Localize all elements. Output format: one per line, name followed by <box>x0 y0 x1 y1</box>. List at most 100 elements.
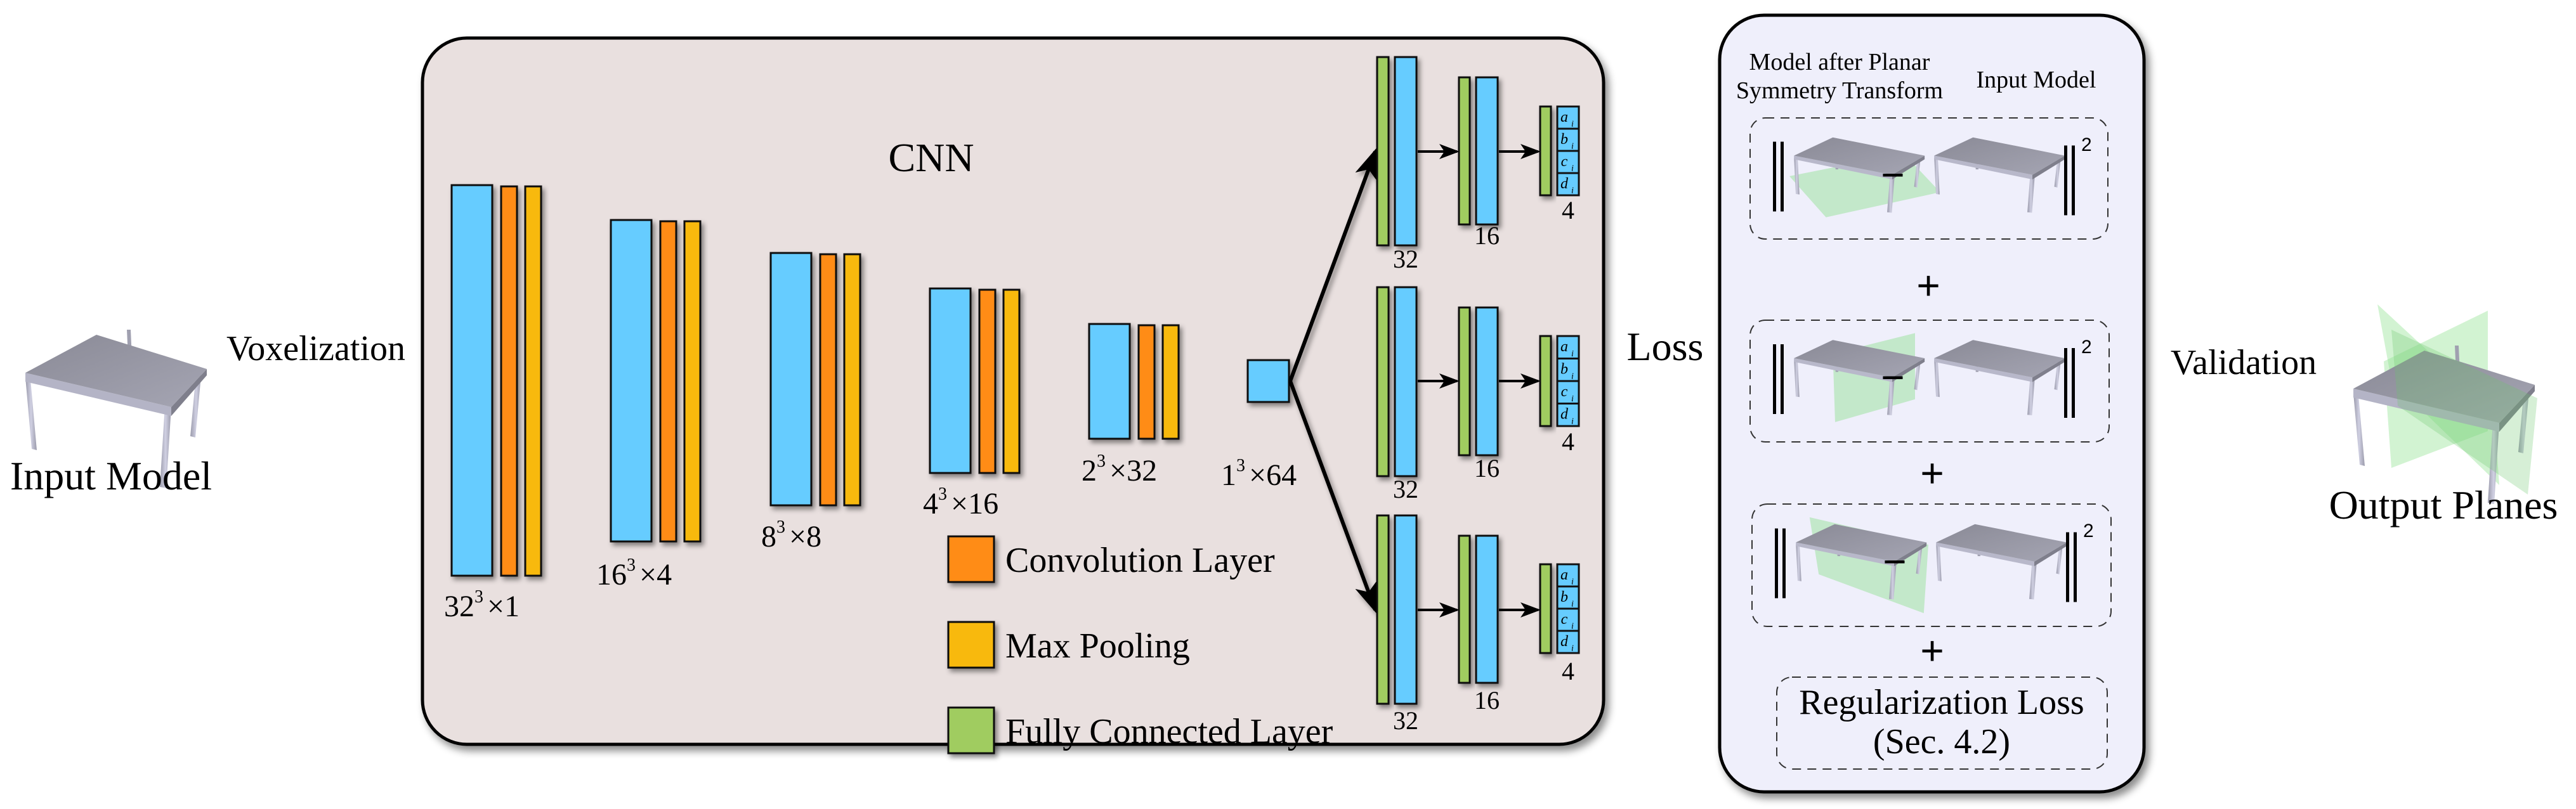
convolution-bar <box>978 288 997 474</box>
loss-header-left-line1: Model after Planar <box>1749 49 1930 75</box>
norm-bar-left <box>1781 344 1784 414</box>
plane-param-c: c <box>1561 611 1568 628</box>
fc-layer-bar <box>1539 563 1552 654</box>
plane-param-subscript: i <box>1571 349 1574 359</box>
plane-param-b: b <box>1560 361 1568 378</box>
dim-base: 32 <box>444 590 474 623</box>
convolution-bar <box>500 185 518 577</box>
dim-exp: 3 <box>474 587 483 607</box>
norm-bar-right <box>2066 532 2069 602</box>
fc-layer-bar <box>1376 286 1390 477</box>
legend-label-max-pooling: Max Pooling <box>1005 626 1190 666</box>
fc-layer-bar <box>1458 76 1471 226</box>
feature-map-bar <box>610 219 653 543</box>
feature-map-bar <box>450 184 494 577</box>
fc-output-bar <box>1394 514 1418 705</box>
cnn-title: CNN <box>888 135 974 180</box>
fc-output-bar <box>1394 286 1418 477</box>
norm-bar-left <box>1775 528 1778 599</box>
transformed-model-figure <box>1794 333 1925 422</box>
input-model-label: Input Model <box>10 453 212 498</box>
dim-base: 16 <box>596 558 627 592</box>
norm-bar-left <box>1773 141 1776 212</box>
plane-param-subscript: i <box>1571 600 1574 609</box>
conv-block-dimension-label: 163×4 <box>596 555 672 592</box>
loss-label: Loss <box>1627 324 1704 369</box>
max-pooling-bar <box>1002 288 1021 474</box>
conv-block-dimension-label: 83×8 <box>761 517 821 553</box>
conv-block-4: 43×16 <box>923 287 1021 521</box>
max-pooling-bar <box>524 185 542 577</box>
plane-param-cell-c <box>1556 607 1580 632</box>
plus-sign-2: + <box>1920 450 1944 496</box>
dim-exp: 3 <box>938 484 947 504</box>
max-pooling-bar <box>1161 324 1180 440</box>
dim-rest: ×1 <box>487 590 520 623</box>
loss-term-2: −2 <box>1749 320 2110 443</box>
max-pooling-bar <box>683 220 702 543</box>
plane-param-cell-d <box>1556 172 1580 197</box>
convolution-bar <box>819 253 837 507</box>
branch-split-arrow <box>1288 380 1377 614</box>
regularization-box <box>1776 676 2108 770</box>
conv-block-dimension-label: 323×1 <box>444 587 520 623</box>
dim-rest: ×16 <box>951 487 998 521</box>
regularization-line1: Regularization Loss <box>1799 683 2084 722</box>
conv-block-2: 163×4 <box>596 219 702 592</box>
plane-param-b: b <box>1560 589 1568 605</box>
voxelization-label: Voxelization <box>226 329 405 368</box>
plane-param-subscript: i <box>1571 622 1574 631</box>
loss-term-3: −2 <box>1751 503 2112 627</box>
plane-param-d: d <box>1560 406 1569 423</box>
dim-rest: ×32 <box>1109 454 1157 488</box>
conv-block-dimension-label: 23×32 <box>1082 451 1157 488</box>
loss-term-box <box>1749 117 2109 240</box>
convolution-bar <box>659 220 677 543</box>
loss-term-box <box>1751 503 2112 627</box>
plane-param-subscript: i <box>1571 394 1574 404</box>
conv-block-dimension-label: 43×16 <box>923 484 998 521</box>
dim-exp: 3 <box>627 555 636 575</box>
fc-output-bar <box>1475 76 1499 226</box>
plane-param-b: b <box>1560 131 1568 148</box>
plane-param-subscript: i <box>1571 578 1574 587</box>
minus-sign: − <box>1881 152 1904 198</box>
fc-size-label: 4 <box>1562 657 1574 685</box>
fc-size-label: 32 <box>1393 706 1418 735</box>
max-pooling-bar <box>843 253 861 507</box>
legend-label-fully-connected: Fully Connected Layer <box>1005 712 1333 751</box>
bottleneck-rest: ×64 <box>1249 458 1297 492</box>
loss-header-right: Input Model <box>1977 67 2096 93</box>
plane-param-subscript: i <box>1571 186 1574 196</box>
norm-bar-right <box>2072 145 2075 216</box>
fc-output-bar <box>1394 56 1418 247</box>
minus-sign: − <box>1883 539 1906 585</box>
fc-size-label: 32 <box>1393 245 1418 273</box>
legend-swatch-fully-connected <box>947 706 995 754</box>
dim-base: 8 <box>761 520 776 553</box>
feature-map-bar <box>769 252 813 507</box>
fc-layer-bar <box>1458 534 1471 684</box>
dim-exp: 3 <box>776 517 785 537</box>
plane-param-subscript: i <box>1571 372 1574 381</box>
plane-param-d: d <box>1560 633 1569 650</box>
loss-term-1: −2 <box>1749 117 2109 240</box>
symmetry-plane-3 <box>2391 330 2537 495</box>
plane-param-cell-d <box>1556 403 1580 427</box>
plane-param-subscript: i <box>1571 417 1574 426</box>
legend: Convolution Layer Max Pooling Fully Conn… <box>947 535 1333 754</box>
plane-param-cell-b <box>1556 585 1580 610</box>
regularization-line2: (Sec. 4.2) <box>1873 722 2010 761</box>
fc-layer-bar <box>1539 335 1552 427</box>
minus-sign: − <box>1881 354 1904 400</box>
fc-size-label: 4 <box>1562 427 1574 456</box>
conv-block-3: 83×8 <box>761 252 861 553</box>
fc-size-label: 4 <box>1562 196 1574 224</box>
legend-swatch-convolution <box>947 535 995 583</box>
fc-layer-bar <box>1376 514 1390 705</box>
